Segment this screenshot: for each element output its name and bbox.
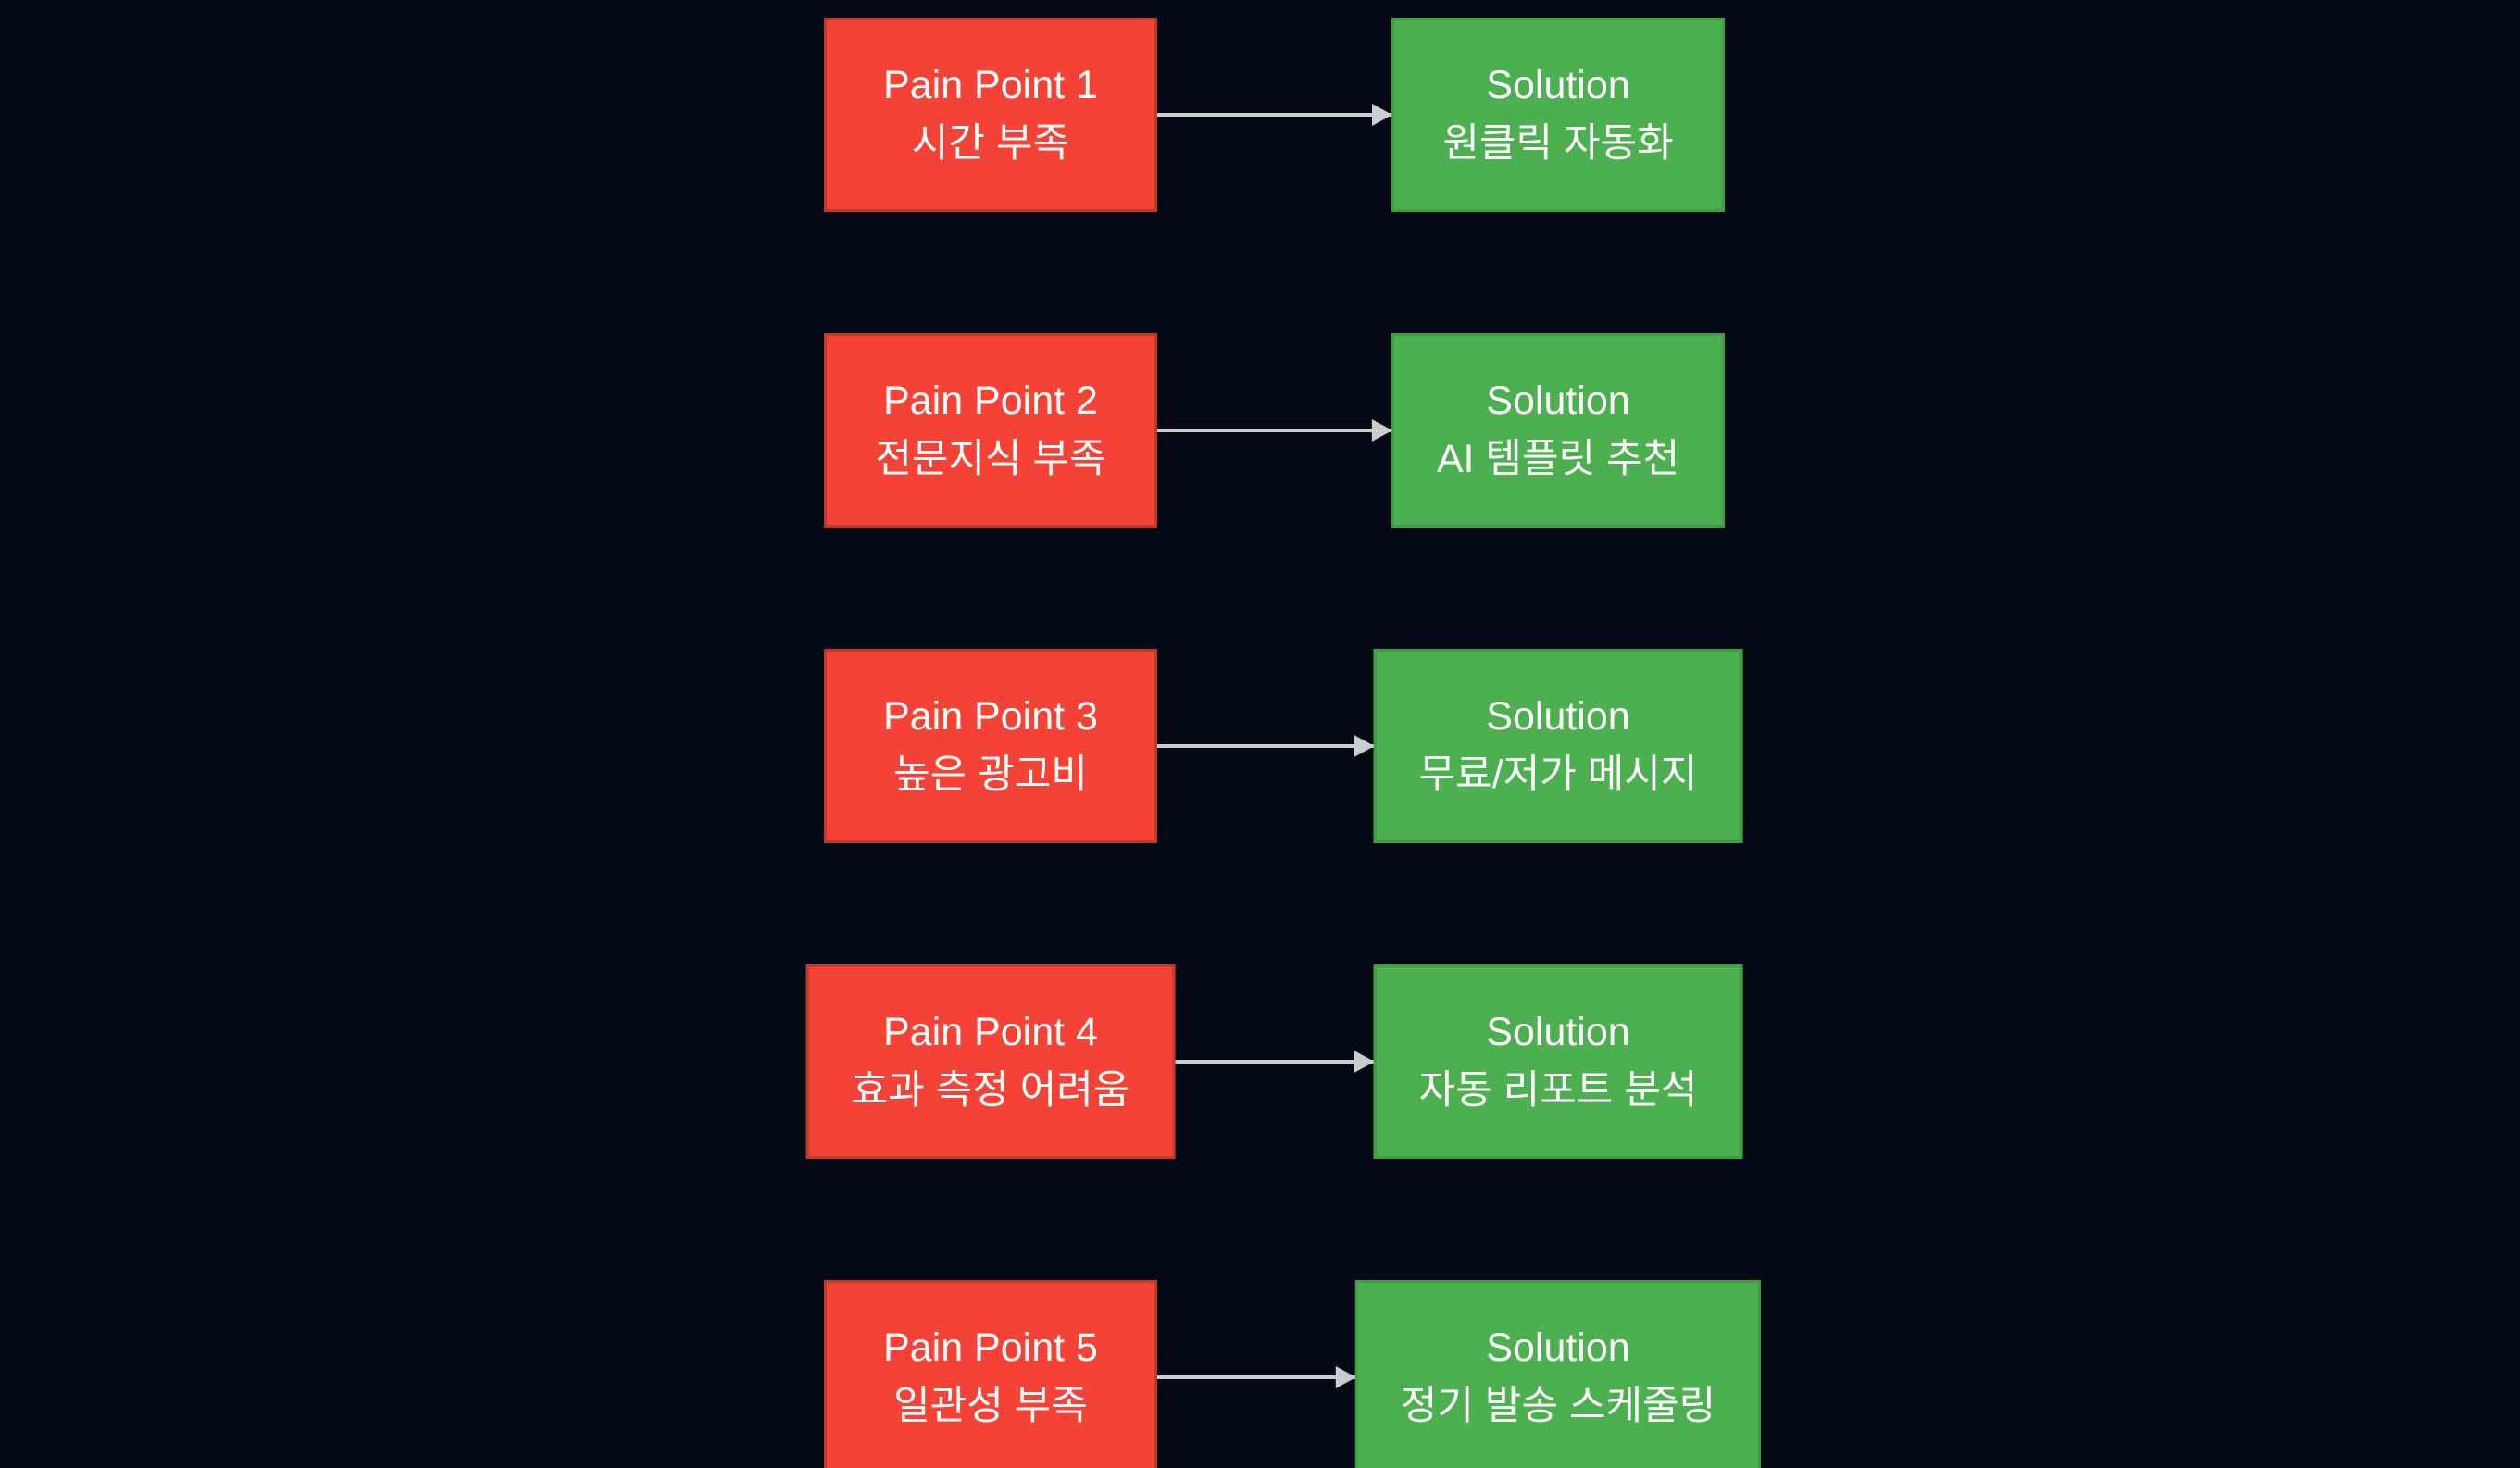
arrow-connector [991,1060,1558,1064]
solution-box: Solution 원클릭 자동화 [1372,18,1725,212]
solution-subtitle: 원클릭 자동화 [1442,121,1674,166]
mapping-row-2: Pain Point 2 전문지식 부족 Solution AI 템플릿 추천 [0,333,2520,528]
mapping-row-4: Pain Point 4 효과 측정 어려움 Solution 자동 리포트 분… [0,964,2520,1159]
arrowhead-icon [1371,419,1392,442]
solution-box: Solution AI 템플릿 추천 [1371,333,1726,528]
pain-point-subtitle: 시간 부족 [911,121,1070,166]
pain-point-box: Pain Point 5 일관성 부족 [824,1280,1157,1468]
arrowhead-icon [1372,104,1392,126]
mapping-row-3: Pain Point 3 높은 광고비 Solution 무료/저가 메시지 [0,649,2520,843]
solution-box: Solution 정기 발송 스케줄링 [1335,1280,1762,1468]
mapping-row-1: Pain Point 1 시간 부족 Solution 원클릭 자동화 [0,18,2520,212]
solution-title: Solution [1486,378,1630,423]
pain-point-title: Pain Point 1 [883,62,1098,107]
solution-subtitle: 자동 리포트 분석 [1418,1068,1698,1113]
pain-point-subtitle: 효과 측정 어려움 [851,1068,1130,1113]
arrowhead-icon [1354,735,1375,757]
solution-title: Solution [1486,693,1630,739]
pain-point-box: Pain Point 1 시간 부족 [824,18,1157,212]
pain-point-subtitle: 전문지식 부족 [875,437,1106,481]
pain-point-title: Pain Point 4 [883,1009,1098,1054]
solution-title: Solution [1486,1009,1630,1054]
solution-title: Solution [1486,1325,1630,1370]
pain-point-subtitle: 일관성 부족 [893,1384,1088,1428]
solution-subtitle: 무료/저가 메시지 [1418,753,1698,797]
mapping-row-5: Pain Point 5 일관성 부족 Solution 정기 발송 스케줄링 [0,1280,2520,1468]
arrow-connector [991,744,1558,748]
pain-point-box: Pain Point 3 높은 광고비 [824,649,1157,843]
pain-point-title: Pain Point 3 [883,693,1098,739]
solution-subtitle: AI 템플릿 추천 [1436,437,1680,481]
arrow-connector [991,429,1558,432]
solution-box: Solution 무료/저가 메시지 [1354,649,1743,843]
pain-point-box: Pain Point 4 효과 측정 어려움 [805,964,1176,1159]
pain-point-title: Pain Point 5 [883,1325,1098,1370]
pain-point-subtitle: 높은 광고비 [893,753,1088,797]
solution-title: Solution [1486,62,1630,107]
arrowhead-icon [1354,1051,1375,1073]
solution-box: Solution 자동 리포트 분석 [1354,964,1743,1159]
arrow-connector [991,113,1558,117]
solution-subtitle: 정기 발송 스케줄링 [1400,1384,1716,1428]
arrowhead-icon [1335,1366,1356,1388]
pain-point-title: Pain Point 2 [883,378,1098,423]
pain-point-box: Pain Point 2 전문지식 부족 [824,333,1157,528]
arrow-connector [991,1375,1558,1379]
